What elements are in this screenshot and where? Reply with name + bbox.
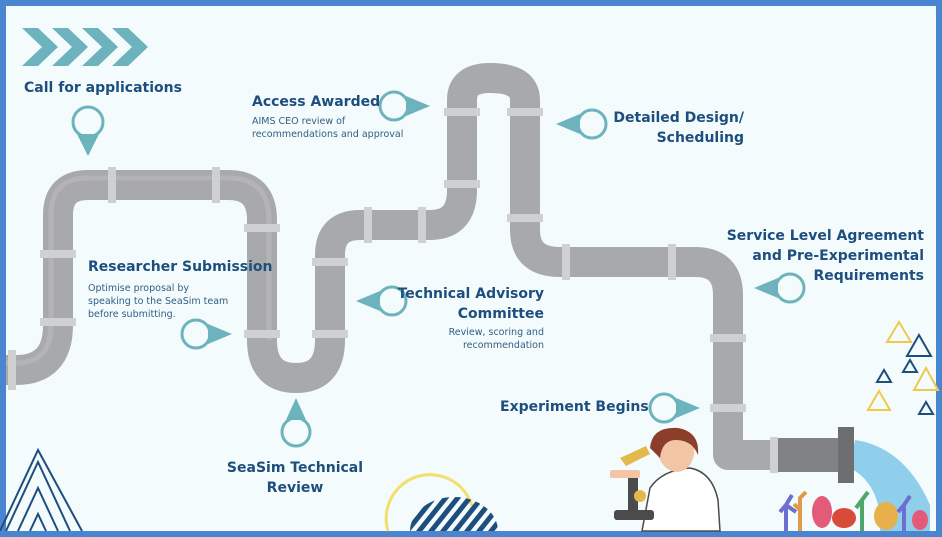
location-pin-icon: [754, 272, 806, 304]
title-line: Service Level Agreement: [726, 228, 924, 244]
title-line: Scheduling: [656, 130, 744, 146]
title-line: and Pre-Experimental: [752, 248, 924, 264]
title-line: Detailed Design/: [613, 110, 744, 126]
chevron-icon: [112, 28, 148, 66]
water-splash-icon: [850, 440, 930, 531]
step-description-researcher-submission: Optimise proposal by speaking to the Sea…: [88, 282, 228, 321]
step-title-seasim-technical-review: SeaSim Technical Review: [220, 458, 370, 498]
step-title-researcher-submission: Researcher Submission: [88, 259, 273, 275]
chevron-icon: [22, 28, 58, 66]
chevron-icon: [52, 28, 88, 66]
striped-semicircle-icon: [410, 497, 498, 531]
markers: [71, 90, 806, 448]
description-line: before submitting.: [88, 309, 176, 320]
triangle-icon: [912, 365, 940, 391]
triangle-pattern-icon: [0, 447, 83, 532]
title-line: SeaSim Technical: [226, 460, 364, 476]
step-description-access-awarded: AIMS CEO review of recommendations and a…: [252, 115, 403, 141]
description-line: AIMS CEO review of: [252, 116, 346, 127]
location-pin-icon: [280, 398, 312, 448]
description-line: Review, scoring and: [448, 327, 544, 338]
triangle-icon: [917, 400, 935, 415]
coral-illustration: [778, 490, 928, 531]
step-title-call-for-applications: Call for applications: [24, 80, 182, 96]
location-pin-icon: [556, 108, 608, 140]
pipe-bands: [8, 108, 854, 483]
description-line: recommendation: [462, 340, 544, 351]
location-pin-icon: [378, 90, 430, 122]
chevron-icon: [82, 28, 118, 66]
location-pin-icon: [356, 285, 408, 317]
triangle-icon: [901, 358, 919, 373]
location-pin-icon: [71, 105, 105, 156]
sun-arc-icon: [384, 473, 474, 532]
description-line: recommendations and approval: [252, 129, 404, 140]
triangle-icon: [905, 332, 933, 357]
triangle-icon: [866, 389, 892, 411]
scientist-illustration: [610, 427, 721, 532]
triangle-icon-group: [866, 320, 940, 415]
title-line: Requirements: [813, 268, 924, 284]
title-line: Technical Advisory: [397, 286, 544, 302]
triangle-icon: [885, 320, 913, 343]
location-pin-icon: [648, 392, 700, 424]
step-title-detailed-design-scheduling: Detailed Design/ Scheduling: [600, 108, 744, 148]
description-line: Optimise proposal by: [88, 283, 190, 294]
step-title-service-level-agreement: Service Level Agreement and Pre-Experime…: [724, 226, 924, 286]
triangle-icon: [875, 368, 893, 383]
location-pin-icon: [180, 318, 232, 350]
description-line: speaking to the SeaSim team: [88, 296, 229, 307]
title-line: Committee: [457, 306, 544, 322]
title-line: Review: [266, 480, 324, 496]
chevron-icon-group: [22, 28, 148, 66]
step-title-experiment-begins: Experiment Begins: [500, 399, 649, 415]
step-title-access-awarded: Access Awarded: [252, 94, 381, 110]
pipeline: [1, 63, 840, 472]
step-title-technical-advisory-committee: Technical Advisory Committee: [380, 284, 544, 324]
step-description-technical-advisory-committee: Review, scoring and recommendation: [380, 326, 544, 352]
